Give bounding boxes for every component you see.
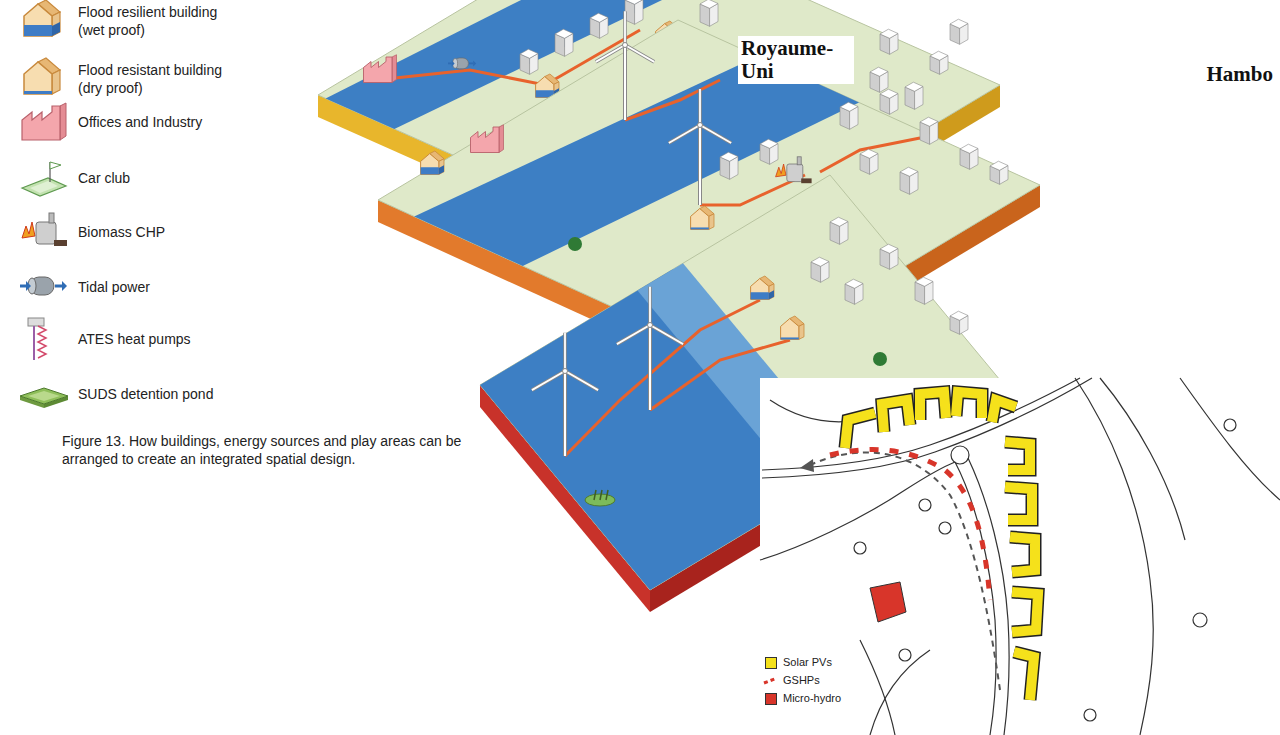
legend-label: SUDS detention pond — [78, 385, 213, 403]
legend-icon — [22, 162, 66, 196]
legend-entry: Flood resistant building (dry proof) — [78, 61, 228, 97]
legend-label: Car club — [78, 169, 130, 187]
legend-label: Micro-hydro — [781, 691, 843, 705]
legend-icon — [24, 0, 60, 36]
region-label: Hambo — [1203, 62, 1276, 87]
legend-entry: Micro-hydro — [781, 691, 843, 705]
legend-entry: Car club — [78, 169, 130, 187]
legend-label: ATES heat pumps — [78, 330, 191, 348]
legend-entry: Solar PVs — [781, 655, 834, 669]
legend-label: GSHPs — [781, 673, 822, 687]
legend-label: Offices and Industry — [78, 113, 202, 131]
region-label: Royaume-Uni — [738, 36, 854, 84]
legend-icon — [22, 213, 67, 246]
legend-icon — [28, 318, 46, 360]
legend-swatch — [765, 657, 777, 669]
legend-label: Flood resistant building (dry proof) — [78, 61, 228, 97]
legend-entry: Flood resilient building (wet proof) — [78, 3, 228, 39]
legend-entry: Tidal power — [78, 278, 150, 296]
legend-entry: SUDS detention pond — [78, 385, 213, 403]
legend-entry: Offices and Industry — [78, 113, 202, 131]
legend-label: Tidal power — [78, 278, 150, 296]
legend-entry: GSHPs — [781, 673, 822, 687]
legend-icon — [22, 103, 66, 140]
legend-label: Biomass CHP — [78, 223, 165, 241]
legend-label: Flood resilient building (wet proof) — [78, 3, 228, 39]
legend-entry: Biomass CHP — [78, 223, 165, 241]
legend-label: Solar PVs — [781, 655, 834, 669]
legend-icon — [20, 277, 67, 295]
legend-icon — [20, 388, 68, 408]
legend-icon — [24, 58, 60, 94]
figure-caption: Figure 13. How buildings, energy sources… — [62, 432, 512, 468]
legend-entry: ATES heat pumps — [78, 330, 191, 348]
legend-swatch — [765, 693, 777, 705]
